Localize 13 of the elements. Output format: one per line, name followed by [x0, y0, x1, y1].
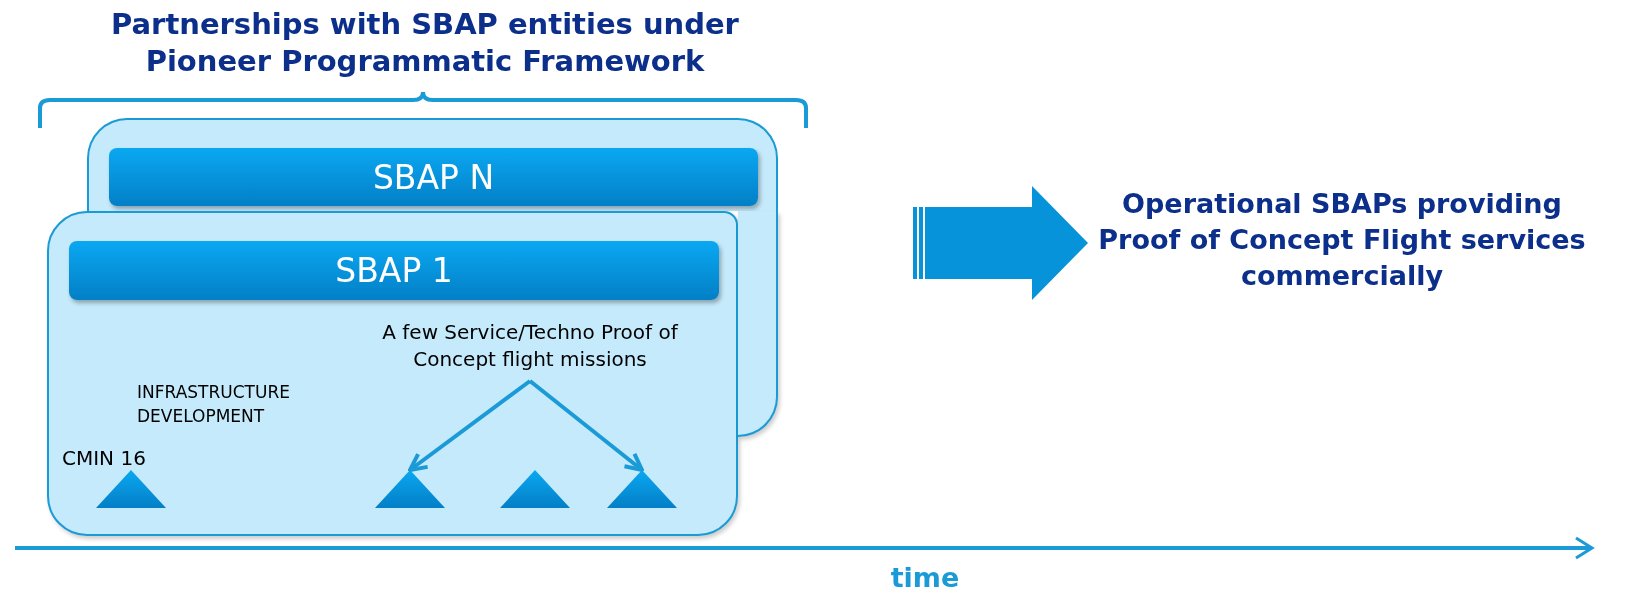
rounded-panel — [47, 211, 738, 536]
outcome-text: Operational SBAPs providing Proof of Concept Flight services commercially — [1097, 187, 1587, 293]
title: Partnerships with SBAP entities under Pioneer Programmatic Framework — [110, 6, 740, 80]
arrow — [528, 379, 644, 472]
milestone-label: CMIN 16 — [62, 446, 146, 470]
title-bar: SBAP 1 — [69, 241, 719, 300]
title-bar: SBAP N — [109, 148, 758, 206]
rounded-panel — [87, 118, 778, 211]
phase-label: INFRASTRUCTURE DEVELOPMENT — [137, 381, 291, 428]
block-arrow — [913, 186, 1088, 300]
arrow — [408, 379, 532, 472]
annotation-text: A few Service/Techno Proof of Concept flight missions — [381, 319, 680, 373]
axis-label: time — [889, 562, 961, 594]
